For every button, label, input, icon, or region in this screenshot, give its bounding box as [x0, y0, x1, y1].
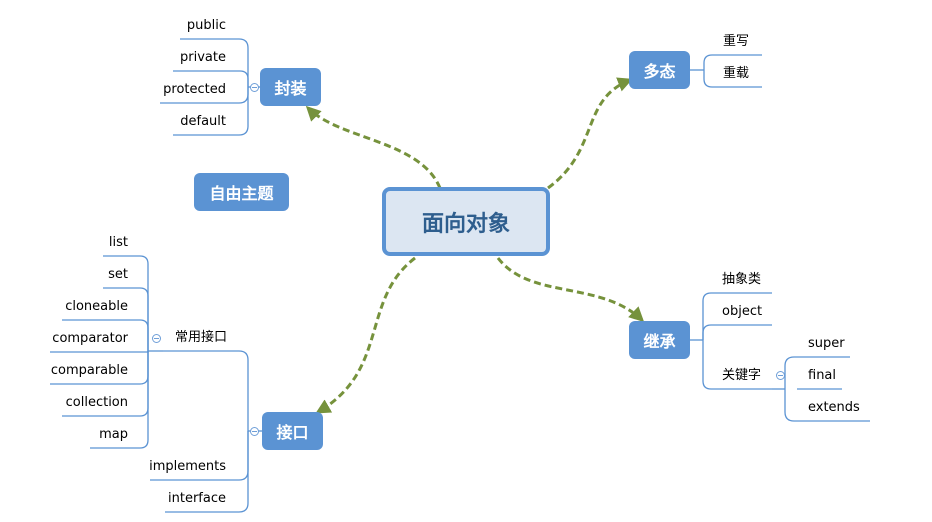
- collapse-encapsulation-button[interactable]: [250, 83, 259, 92]
- leaf-object[interactable]: object: [722, 304, 763, 319]
- encapsulation-leaf-lines: [160, 38, 260, 136]
- leaf-override[interactable]: 重写: [723, 34, 750, 49]
- leaf-interface[interactable]: interface: [168, 491, 226, 506]
- connector-encapsulation: [305, 105, 442, 189]
- leaf-public[interactable]: public: [186, 18, 226, 33]
- leaf-extends[interactable]: extends: [808, 400, 860, 415]
- interface-leaf-lines: [50, 255, 262, 513]
- inheritance-leaf-lines: [690, 292, 870, 422]
- leaf-comparator[interactable]: comparator: [52, 331, 128, 346]
- connector-polymorphism: [547, 77, 633, 190]
- leaf-list[interactable]: list: [108, 235, 128, 250]
- polymorphism-leaf-lines: [690, 54, 762, 88]
- connector-inheritance: [496, 257, 645, 323]
- central-topic[interactable]: 面向对象: [382, 187, 550, 256]
- leaf-collection[interactable]: collection: [65, 395, 128, 410]
- collapse-common-interfaces-button[interactable]: [152, 334, 161, 343]
- leaf-protected[interactable]: protected: [163, 82, 226, 97]
- collapse-keyword-button[interactable]: [776, 371, 785, 380]
- leaf-private[interactable]: private: [180, 50, 226, 65]
- leaf-cloneable[interactable]: cloneable: [65, 299, 128, 314]
- collapse-interface-button[interactable]: [250, 427, 259, 436]
- leaf-abstract-class[interactable]: 抽象类: [722, 272, 762, 287]
- leaf-implements[interactable]: implements: [149, 459, 226, 474]
- topic-encapsulation[interactable]: 封装: [260, 68, 321, 106]
- leaf-common-interfaces[interactable]: 常用接口: [175, 330, 228, 345]
- leaf-keyword[interactable]: 关键字: [722, 368, 762, 383]
- topic-inheritance[interactable]: 继承: [629, 321, 690, 359]
- leaf-overload[interactable]: 重载: [723, 66, 750, 81]
- leaf-default[interactable]: default: [180, 114, 226, 129]
- connector-interface: [315, 256, 416, 414]
- topic-interface[interactable]: 接口: [262, 412, 323, 450]
- topic-polymorphism[interactable]: 多态: [629, 51, 690, 89]
- leaf-comparable[interactable]: comparable: [50, 363, 128, 378]
- leaf-map[interactable]: map: [99, 427, 128, 442]
- floating-topic[interactable]: 自由主题: [194, 173, 289, 211]
- leaf-super[interactable]: super: [808, 336, 845, 351]
- leaf-set[interactable]: set: [108, 267, 128, 282]
- leaf-final[interactable]: final: [808, 368, 837, 383]
